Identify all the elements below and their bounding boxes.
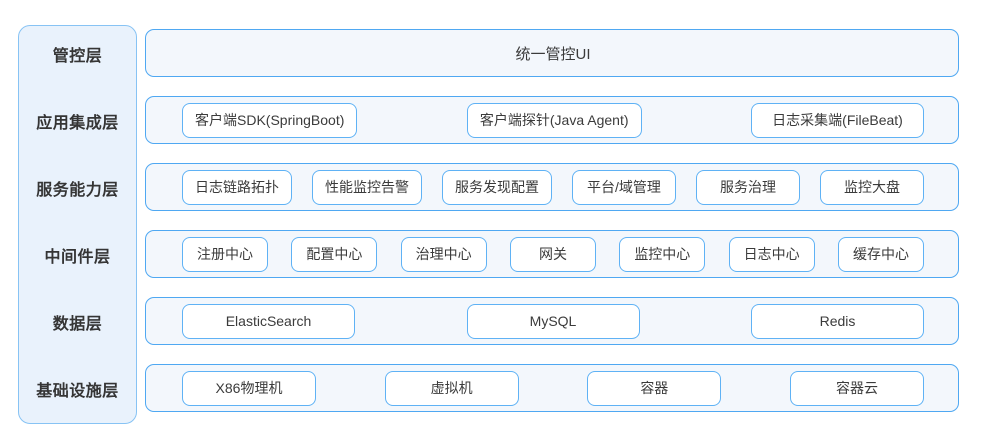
box-mysql: MySQL xyxy=(466,303,640,339)
unified-control-ui-label: 统一管控UI xyxy=(515,45,591,63)
sidebar-label-control-layer: 管控层 xyxy=(52,48,103,65)
box-log-center: 日志中心 xyxy=(728,236,815,272)
box-config-center: 配置中心 xyxy=(291,236,378,272)
box-registry-center: 注册中心 xyxy=(182,236,268,272)
architecture-diagram: 管控层 应用集成层 服务能力层 中间件层 数据层 基础设施层 统一管控UI 客户… xyxy=(18,25,959,424)
box-monitor-dashboard: 监控大盘 xyxy=(820,169,924,205)
box-platform-domain-mgmt: 平台/域管理 xyxy=(572,169,676,205)
box-container-cloud: 容器云 xyxy=(789,370,924,406)
box-log-collector-filebeat: 日志采集端(FileBeat) xyxy=(751,102,924,138)
box-monitor-center: 监控中心 xyxy=(619,236,706,272)
layer-name-column: 管控层 应用集成层 服务能力层 中间件层 数据层 基础设施层 xyxy=(18,25,137,424)
box-elasticsearch: ElasticSearch xyxy=(182,303,355,339)
box-service-discovery-config: 服务发现配置 xyxy=(442,169,552,205)
box-client-probe-java-agent: 客户端探针(Java Agent) xyxy=(466,102,642,138)
layer-row-app-integration: 客户端SDK(SpringBoot) 客户端探针(Java Agent) 日志采… xyxy=(145,96,959,144)
layer-row-service-capability: 日志链路拓扑 性能监控告警 服务发现配置 平台/域管理 服务治理 监控大盘 xyxy=(145,163,959,211)
box-x86-physical-machine: X86物理机 xyxy=(182,370,316,406)
sidebar-label-app-integration-layer: 应用集成层 xyxy=(36,115,119,132)
box-redis: Redis xyxy=(751,303,924,339)
box-container: 容器 xyxy=(587,370,722,406)
sidebar-label-infrastructure-layer: 基础设施层 xyxy=(36,383,119,400)
layer-row-data: ElasticSearch MySQL Redis xyxy=(145,297,959,345)
layer-row-control: 统一管控UI xyxy=(145,29,959,77)
sidebar-label-service-capability-layer: 服务能力层 xyxy=(36,182,119,199)
box-governance-center: 治理中心 xyxy=(400,236,487,272)
sidebar-label-middleware-layer: 中间件层 xyxy=(44,249,111,266)
layer-row-middleware: 注册中心 配置中心 治理中心 网关 监控中心 日志中心 缓存中心 xyxy=(145,230,959,278)
layer-row-infrastructure: X86物理机 虚拟机 容器 容器云 xyxy=(145,364,959,412)
box-log-trace-topology: 日志链路拓扑 xyxy=(182,169,292,205)
sidebar-label-data-layer: 数据层 xyxy=(52,316,103,333)
layer-rows: 统一管控UI 客户端SDK(SpringBoot) 客户端探针(Java Age… xyxy=(145,29,959,424)
box-gateway: 网关 xyxy=(509,236,596,272)
box-service-governance: 服务治理 xyxy=(696,169,800,205)
box-client-sdk-springboot: 客户端SDK(SpringBoot) xyxy=(182,102,358,138)
box-performance-monitor-alert: 性能监控告警 xyxy=(312,169,422,205)
box-virtual-machine: 虚拟机 xyxy=(384,370,519,406)
box-cache-center: 缓存中心 xyxy=(837,236,924,272)
